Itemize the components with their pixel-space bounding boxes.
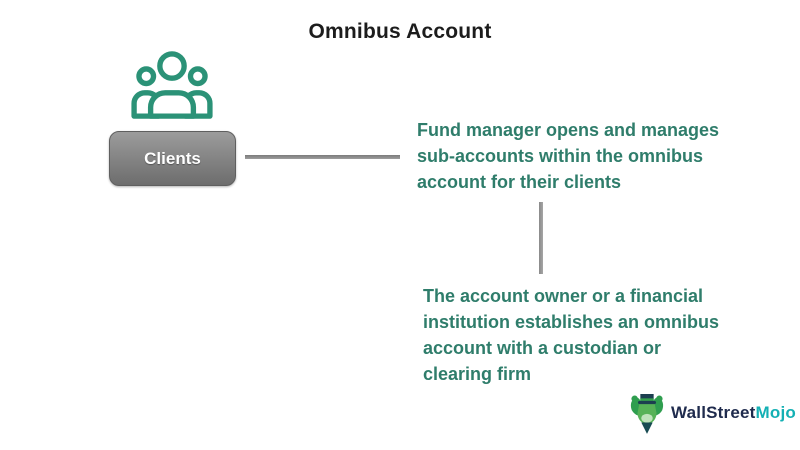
page-title: Omnibus Account xyxy=(308,20,492,43)
connector-vertical xyxy=(539,202,543,274)
logo-text-mojo: Mojo xyxy=(755,403,796,422)
logo-wordmark: WallStreetMojo xyxy=(671,403,796,423)
clients-node-label: Clients xyxy=(144,148,201,168)
step-account-owner-text: The account owner or a financial institu… xyxy=(423,286,720,384)
step-fund-manager-text: Fund manager opens and manages sub-accou… xyxy=(417,120,720,192)
people-group-icon xyxy=(131,51,213,119)
bull-mascot-icon xyxy=(630,394,664,434)
connector-horizontal xyxy=(245,155,400,159)
logo-text-wallstreet: WallStreet xyxy=(671,403,756,422)
wallstreetmojo-logo: WallStreetMojo xyxy=(628,392,796,434)
clients-node: Clients xyxy=(109,131,236,186)
